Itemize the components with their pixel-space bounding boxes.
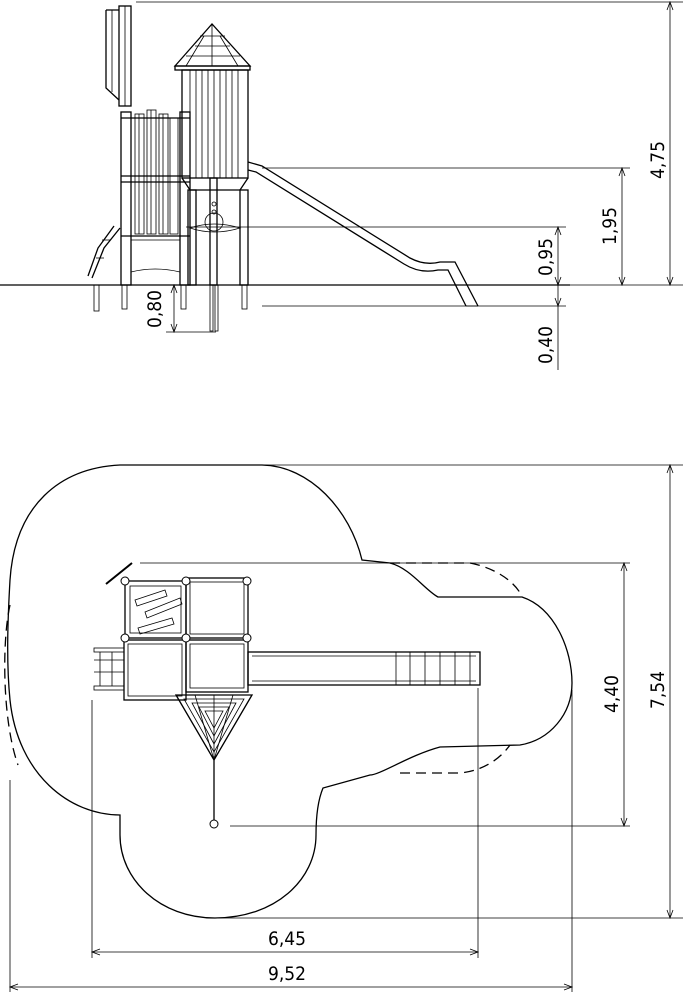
dim-post-embed: 0,80 (144, 283, 216, 334)
elevation-view: 4,75 1,95 0,95 0,40 0,80 (0, 0, 683, 370)
plan-module-upper-right (185, 577, 249, 639)
safety-zone-dashed-right-top (390, 562, 523, 598)
plan-climbing-net (174, 694, 254, 829)
label-overall-height: 4,75 (647, 141, 669, 179)
post-marker (242, 633, 252, 643)
post-marker (181, 576, 191, 586)
sign-panel (105, 5, 132, 107)
plan-view: 4,40 7,54 6,45 9,52 (4, 463, 683, 992)
label-platform-high: 1,95 (599, 207, 621, 245)
plan-module-upper-right-inner (189, 581, 245, 635)
label-slide-exit: 0,40 (535, 326, 557, 364)
plan-module-lower-right-inner (189, 643, 245, 689)
plan-ladder (93, 647, 125, 691)
plan-module-upper-left (124, 580, 187, 639)
plan-module-lower-left (123, 639, 187, 701)
safety-zone-dashed-right-bottom (400, 744, 511, 774)
plan-module-lower-left-inner (127, 643, 183, 697)
label-safety-zone-width: 9,52 (268, 963, 306, 985)
dim-overall-height: 4,75 (136, 0, 683, 287)
label-safety-zone-depth: 7,54 (647, 671, 669, 709)
safety-zone-dashed-left (4, 604, 19, 766)
plan-module-lower-right (185, 639, 249, 693)
plan-slide (247, 651, 481, 686)
dim-platform-high: 1,95 (262, 166, 630, 287)
label-platform-low: 0,95 (535, 238, 557, 276)
safety-zone-outline (7, 464, 573, 919)
post-marker (120, 576, 130, 586)
left-tower (87, 109, 191, 312)
post-marker (242, 576, 252, 586)
label-equipment-width: 6,45 (268, 928, 306, 950)
dim-platform-low: 0,95 (186, 225, 566, 287)
dim-equipment-width: 6,45 (90, 928, 480, 956)
dim-equipment-depth: 4,40 (601, 561, 628, 828)
plan-sign (105, 562, 133, 585)
dim-slide-exit: 0,40 (262, 285, 566, 370)
post-marker (120, 633, 130, 643)
post-marker (181, 633, 191, 643)
label-equipment-depth: 4,40 (601, 675, 623, 713)
dim-safety-zone-depth: 7,54 (647, 463, 674, 920)
dim-safety-zone-width: 9,52 (8, 963, 574, 991)
roof-tower (173, 23, 252, 332)
label-post-embed: 0,80 (144, 290, 166, 328)
